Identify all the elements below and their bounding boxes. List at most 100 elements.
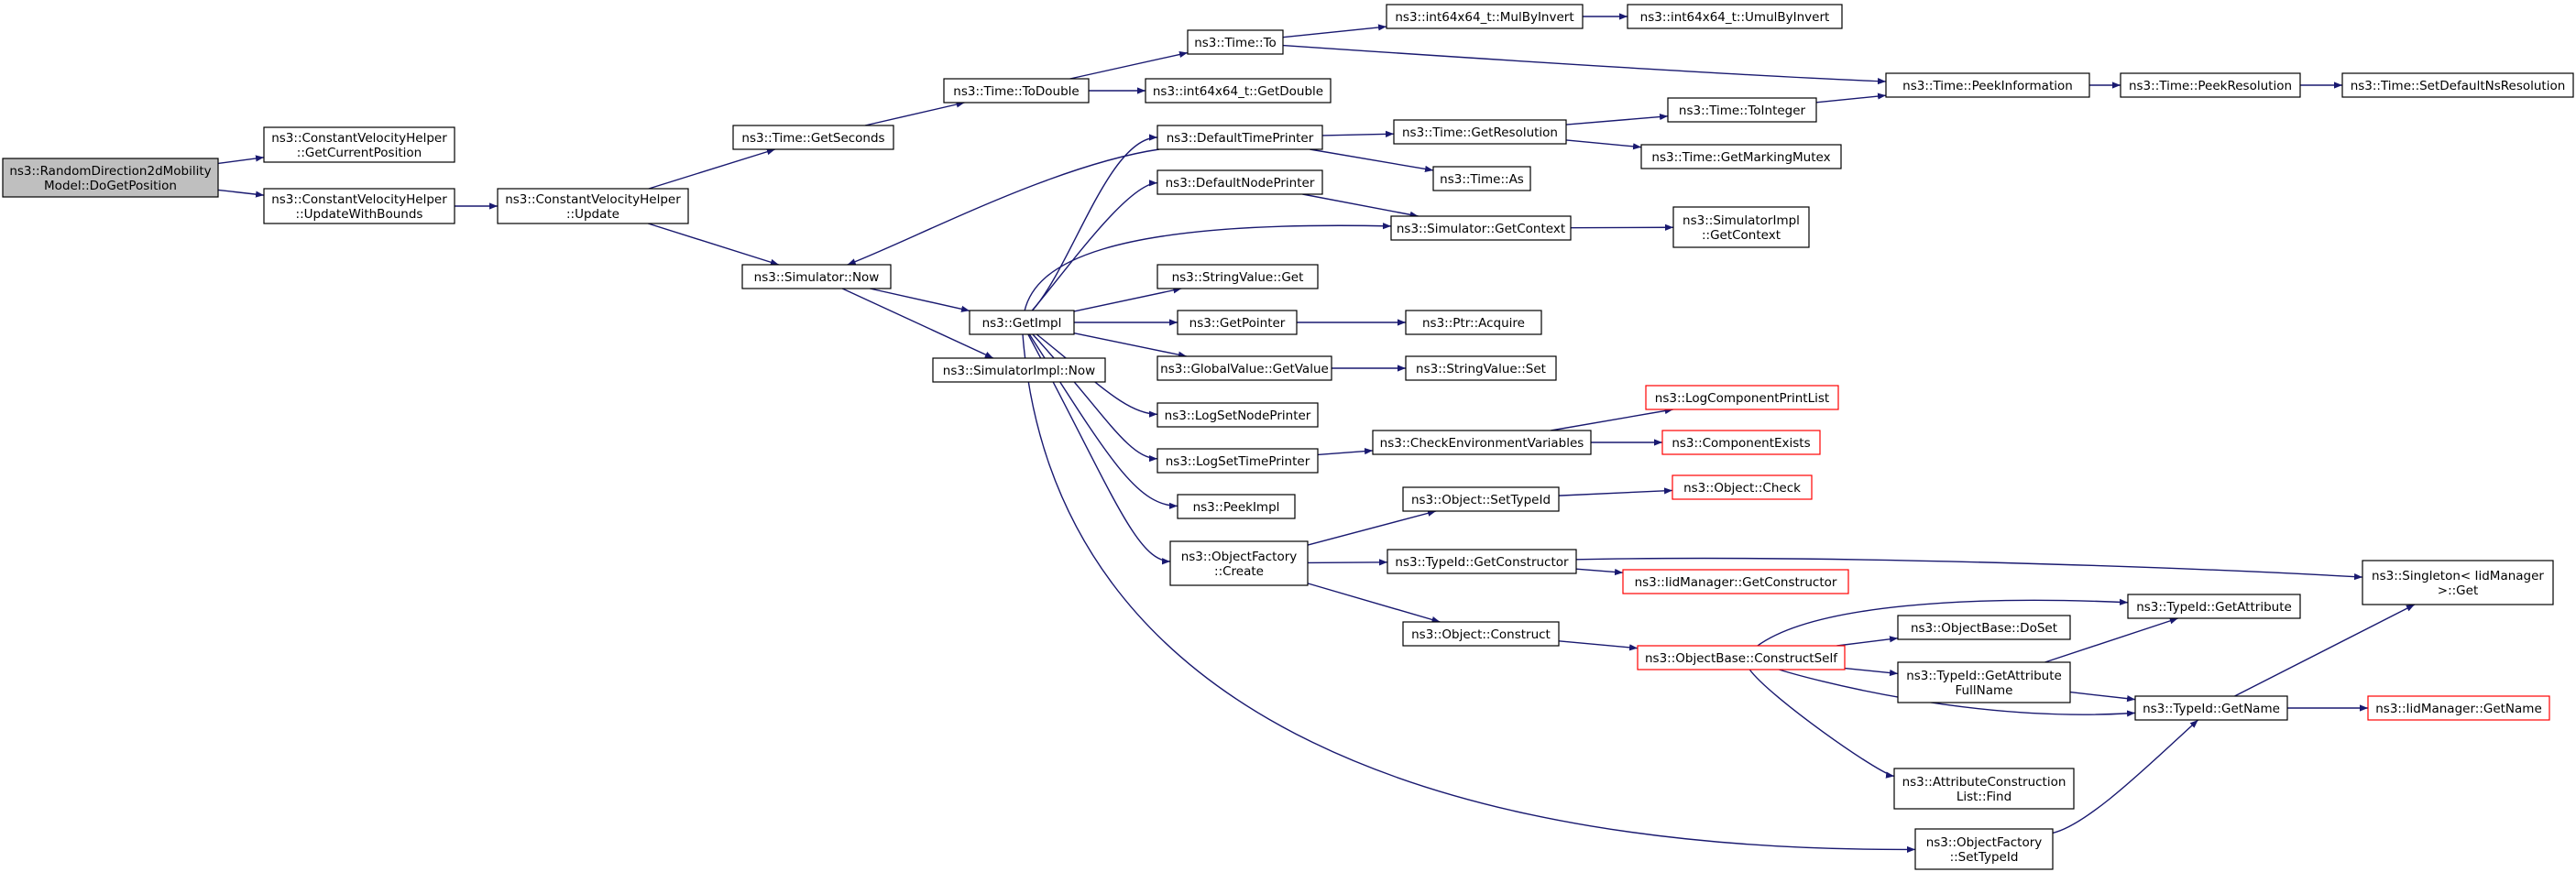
node-time-as[interactable]: ns3::Time::As [1432,166,1531,191]
node-tid-getattr[interactable]: ns3::TypeId::GetAttribute [2127,594,2301,619]
node-label: ns3::Object::Construct [1411,627,1551,642]
node-simimpl-now[interactable]: ns3::SimulatorImpl::Now [932,357,1106,383]
node-peekres[interactable]: ns3::Time::PeekResolution [2120,72,2301,98]
node-sim-now[interactable]: ns3::Simulator::Now [741,264,892,289]
node-defnodeprinter[interactable]: ns3::DefaultNodePrinter [1156,169,1323,195]
node-stringvalue-get[interactable]: ns3::StringValue::Get [1156,264,1319,289]
node-cvh-bounds[interactable]: ns3::ConstantVelocityHelper::UpdateWithB… [263,188,455,224]
edge-getimpl-to-logsetnode [1036,333,1158,418]
node-of-settypeid[interactable]: ns3::ObjectFactory::SetTypeId [1914,828,2054,870]
edge-getimpl-to-sim_getcontext [1024,223,1392,311]
edge-time_to-to-peekinfo [1282,44,1887,85]
node-of-create[interactable]: ns3::ObjectFactory::Create [1169,540,1309,586]
node-stringvalue-set[interactable]: ns3::StringValue::Set [1405,355,1557,381]
node-checkenv[interactable]: ns3::CheckEnvironmentVariables [1372,430,1592,455]
edge-sim_now-to-simimpl_now [841,288,994,359]
edge-obj_construct-to-ob_constructself [1558,640,1639,651]
node-iid-getctor[interactable]: ns3::IidManager::GetConstructor [1622,569,1849,594]
node-label: ::Update [566,207,619,222]
node-getdouble[interactable]: ns3::int64x64_t::GetDouble [1145,78,1332,104]
node-label: ns3::Time::GetSeconds [741,131,884,146]
node-label: ::SetTypeId [1950,850,2019,865]
edge-time_to-to-mulbyinvert [1282,24,1387,38]
node-label: ns3::RandomDirection2dMobility [9,164,211,179]
node-time-to[interactable]: ns3::Time::To [1187,29,1284,55]
edge-ob_constructself-to-tid_getattrfull [1844,667,1899,677]
node-gv-getvalue[interactable]: ns3::GlobalValue::GetValue [1156,355,1332,381]
node-ob-constructself[interactable]: ns3::ObjectBase::ConstructSelf [1637,645,1846,670]
node-label: ns3::IidManager::GetConstructor [1635,575,1837,590]
node-cvh-getpos[interactable]: ns3::ConstantVelocityHelper::GetCurrentP… [263,126,455,163]
node-label: ns3::ObjectBase::DoSet [1911,621,2057,636]
node-getpointer[interactable]: ns3::GetPointer [1177,310,1298,335]
node-label: ns3::StringValue::Get [1172,270,1304,285]
nodes-layer: ns3::RandomDirection2dMobilityModel::DoG… [2,4,2574,870]
node-label: ns3::PeekImpl [1193,500,1280,515]
node-logsetnode[interactable]: ns3::LogSetNodePrinter [1156,402,1319,428]
node-logsettime[interactable]: ns3::LogSetTimePrinter [1156,448,1319,474]
node-simimpl-getcontext[interactable]: ns3::SimulatorImpl::GetContext [1672,206,1810,248]
node-setdefaultns[interactable]: ns3::Time::SetDefaultNsResolution [2341,72,2574,98]
node-label: ::Create [1214,564,1264,579]
node-tointeger[interactable]: ns3::Time::ToInteger [1667,97,1817,123]
edge-of_create-to-tid_getctor [1307,559,1388,566]
node-getmarkingmutex[interactable]: ns3::Time::GetMarkingMutex [1640,144,1842,169]
edge-deftimeprinter-to-getresolution [1321,130,1395,137]
edge-checkenv-to-logcompprint [1551,407,1673,431]
node-label: ns3::Time::ToInteger [1679,104,1806,118]
node-label: ns3::TypeId::GetAttribute [1906,669,2062,683]
node-deftimeprinter[interactable]: ns3::DefaultTimePrinter [1156,125,1323,150]
node-label: ns3::ObjectFactory [1181,550,1298,564]
edge-ob_constructself-to-ob_doset [1836,636,1899,647]
node-mulbyinvert[interactable]: ns3::int64x64_t::MulByInvert [1386,4,1584,29]
node-label: ::GetContext [1702,228,1781,243]
node-obj-check[interactable]: ns3::Object::Check [1672,474,1813,500]
node-label: ns3::LogSetNodePrinter [1165,409,1311,423]
node-logcompprint[interactable]: ns3::LogComponentPrintList [1645,385,1839,410]
edge-root-to-cvh_bounds [217,189,265,198]
edge-getresolution-to-getmarkingmutex [1565,139,1642,150]
edge-cvh_update-to-sim_now [647,223,780,266]
node-tid-getctor[interactable]: ns3::TypeId::GetConstructor [1387,549,1577,574]
node-label: ns3::Time::GetResolution [1402,125,1558,140]
node-compexists[interactable]: ns3::ComponentExists [1661,430,1821,455]
edge-sim_now-to-getimpl [870,288,970,312]
edge-of_create-to-obj_construct [1307,583,1441,623]
node-label: ns3::int64x64_t::GetDouble [1153,84,1323,99]
node-umulbyinvert[interactable]: ns3::int64x64_t::UmulByInvert [1627,4,1843,29]
node-getimpl[interactable]: ns3::GetImpl [969,310,1075,335]
node-tid-getname[interactable]: ns3::TypeId::GetName [2134,695,2288,721]
node-peekimpl[interactable]: ns3::PeekImpl [1177,494,1296,519]
node-label: ns3::ComponentExists [1672,436,1810,451]
node-root[interactable]: ns3::RandomDirection2dMobilityModel::DoG… [2,158,219,198]
node-todouble[interactable]: ns3::Time::ToDouble [943,78,1090,104]
node-getresolution[interactable]: ns3::Time::GetResolution [1393,119,1567,145]
node-label: ns3::ConstantVelocityHelper [505,192,681,207]
node-singleton-get[interactable]: ns3::Singleton< IidManager>::Get [2362,560,2554,605]
edge-todouble-to-time_to [1069,50,1189,80]
edge-tid_getattrfull-to-tid_getattr [2044,617,2178,663]
node-ob-doset[interactable]: ns3::ObjectBase::DoSet [1897,615,2071,640]
node-label: ns3::ObjectFactory [1926,835,2043,850]
node-obj-construct[interactable]: ns3::Object::Construct [1402,621,1560,647]
node-ptr-acquire[interactable]: ns3::Ptr::Acquire [1405,310,1542,335]
node-cvh-update[interactable]: ns3::ConstantVelocityHelper::Update [497,188,689,224]
node-obj-settypeid[interactable]: ns3::Object::SetTypeId [1402,486,1560,512]
node-label: ::GetCurrentPosition [297,146,422,160]
node-label: ns3::Object::SetTypeId [1411,493,1551,507]
node-peekinfo[interactable]: ns3::Time::PeekInformation [1885,72,2090,98]
node-label: ns3::TypeId::GetConstructor [1395,555,1569,570]
edge-tid_getctor-to-singleton_get [1575,557,2363,581]
edge-cvh_update-to-getseconds [648,148,776,190]
node-iid-getname[interactable]: ns3::IidManager::GetName [2367,695,2550,721]
node-getseconds[interactable]: ns3::Time::GetSeconds [732,125,894,150]
edge-defnodeprinter-to-sim_getcontext [1302,193,1419,218]
edge-getimpl-to-of_settypeid [1022,333,1916,854]
node-label: ns3::ObjectBase::ConstructSelf [1645,651,1838,666]
node-label: ns3::Simulator::GetContext [1397,222,1565,236]
edge-getimpl-to-defnodeprinter [1031,180,1158,311]
node-label: ns3::Object::Check [1683,481,1801,496]
node-sim-getcontext[interactable]: ns3::Simulator::GetContext [1390,215,1572,241]
